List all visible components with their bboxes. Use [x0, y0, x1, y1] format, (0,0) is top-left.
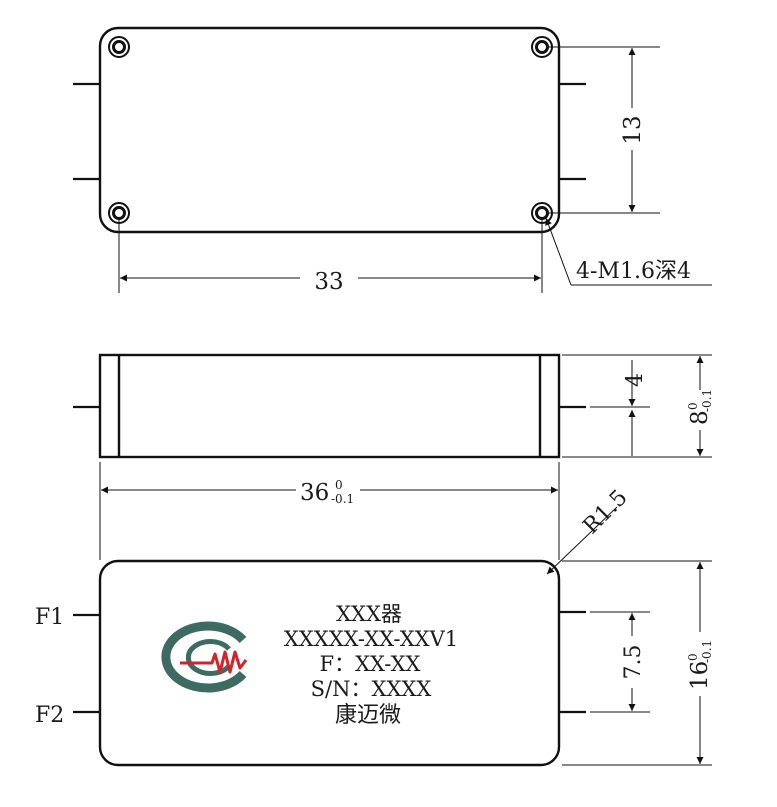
pin-label-f2: F2 [35, 703, 64, 728]
dim-side-height-sup: 0 [686, 402, 700, 410]
dim-side-length-sup: 0 [335, 478, 343, 492]
side-view: 4 8 0 -0.1 36 0 -0.1 [73, 353, 714, 560]
pin-label-f1: F1 [35, 605, 64, 630]
dim-side-length-main: 36 [300, 480, 329, 506]
front-view-body [98, 559, 561, 767]
label-company: 康迈微 [335, 703, 401, 728]
dim-front-height-sub: -0.1 [700, 640, 714, 663]
radius-callout-text: R1.5 [579, 485, 633, 539]
hole-callout-text: 4-M1.6深4 [576, 259, 691, 284]
label-product-name: XXX器 [336, 602, 402, 626]
company-logo [161, 621, 248, 693]
front-view: F1 F2 XXX器 XXXXX-XX-XXV1 F：XX-XX S/N：XXX… [35, 485, 714, 767]
dimension-side-pin-height: 4 [562, 360, 650, 458]
top-view: 33 13 4-M1.6深4 [73, 26, 712, 295]
dimension-front-height: 16 0 -0.1 [562, 560, 714, 766]
dim-top-width-text: 33 [314, 269, 343, 295]
dim-front-pin-pitch-text: 7.5 [621, 645, 646, 680]
side-view-body [98, 353, 561, 459]
dimension-top-height: 13 [548, 46, 660, 214]
dimension-side-height: 8 0 -0.1 [562, 354, 714, 458]
dim-side-height-sub: -0.1 [700, 389, 714, 412]
dim-side-pin-height-text: 4 [623, 373, 648, 387]
dim-side-length-sub: -0.1 [331, 492, 354, 506]
dimension-side-length: 36 0 -0.1 [99, 462, 560, 560]
dim-side-height-main: 8 [687, 410, 713, 425]
dimension-front-pin-pitch: 7.5 [590, 611, 650, 713]
hole-callout: 4-M1.6深4 [545, 217, 712, 286]
label-model-number: XXXXX-XX-XXV1 [284, 627, 458, 651]
top-view-body [98, 26, 561, 234]
label-serial-number: S/N：XXXX [311, 677, 432, 701]
dim-front-height-main: 16 [687, 661, 713, 690]
dim-top-height-text: 13 [620, 115, 646, 144]
dimension-top-width: 33 [118, 218, 543, 295]
mounting-hole-top-left [108, 36, 130, 58]
dim-front-height-sup: 0 [686, 653, 700, 661]
label-frequency: F：XX-XX [320, 652, 421, 676]
